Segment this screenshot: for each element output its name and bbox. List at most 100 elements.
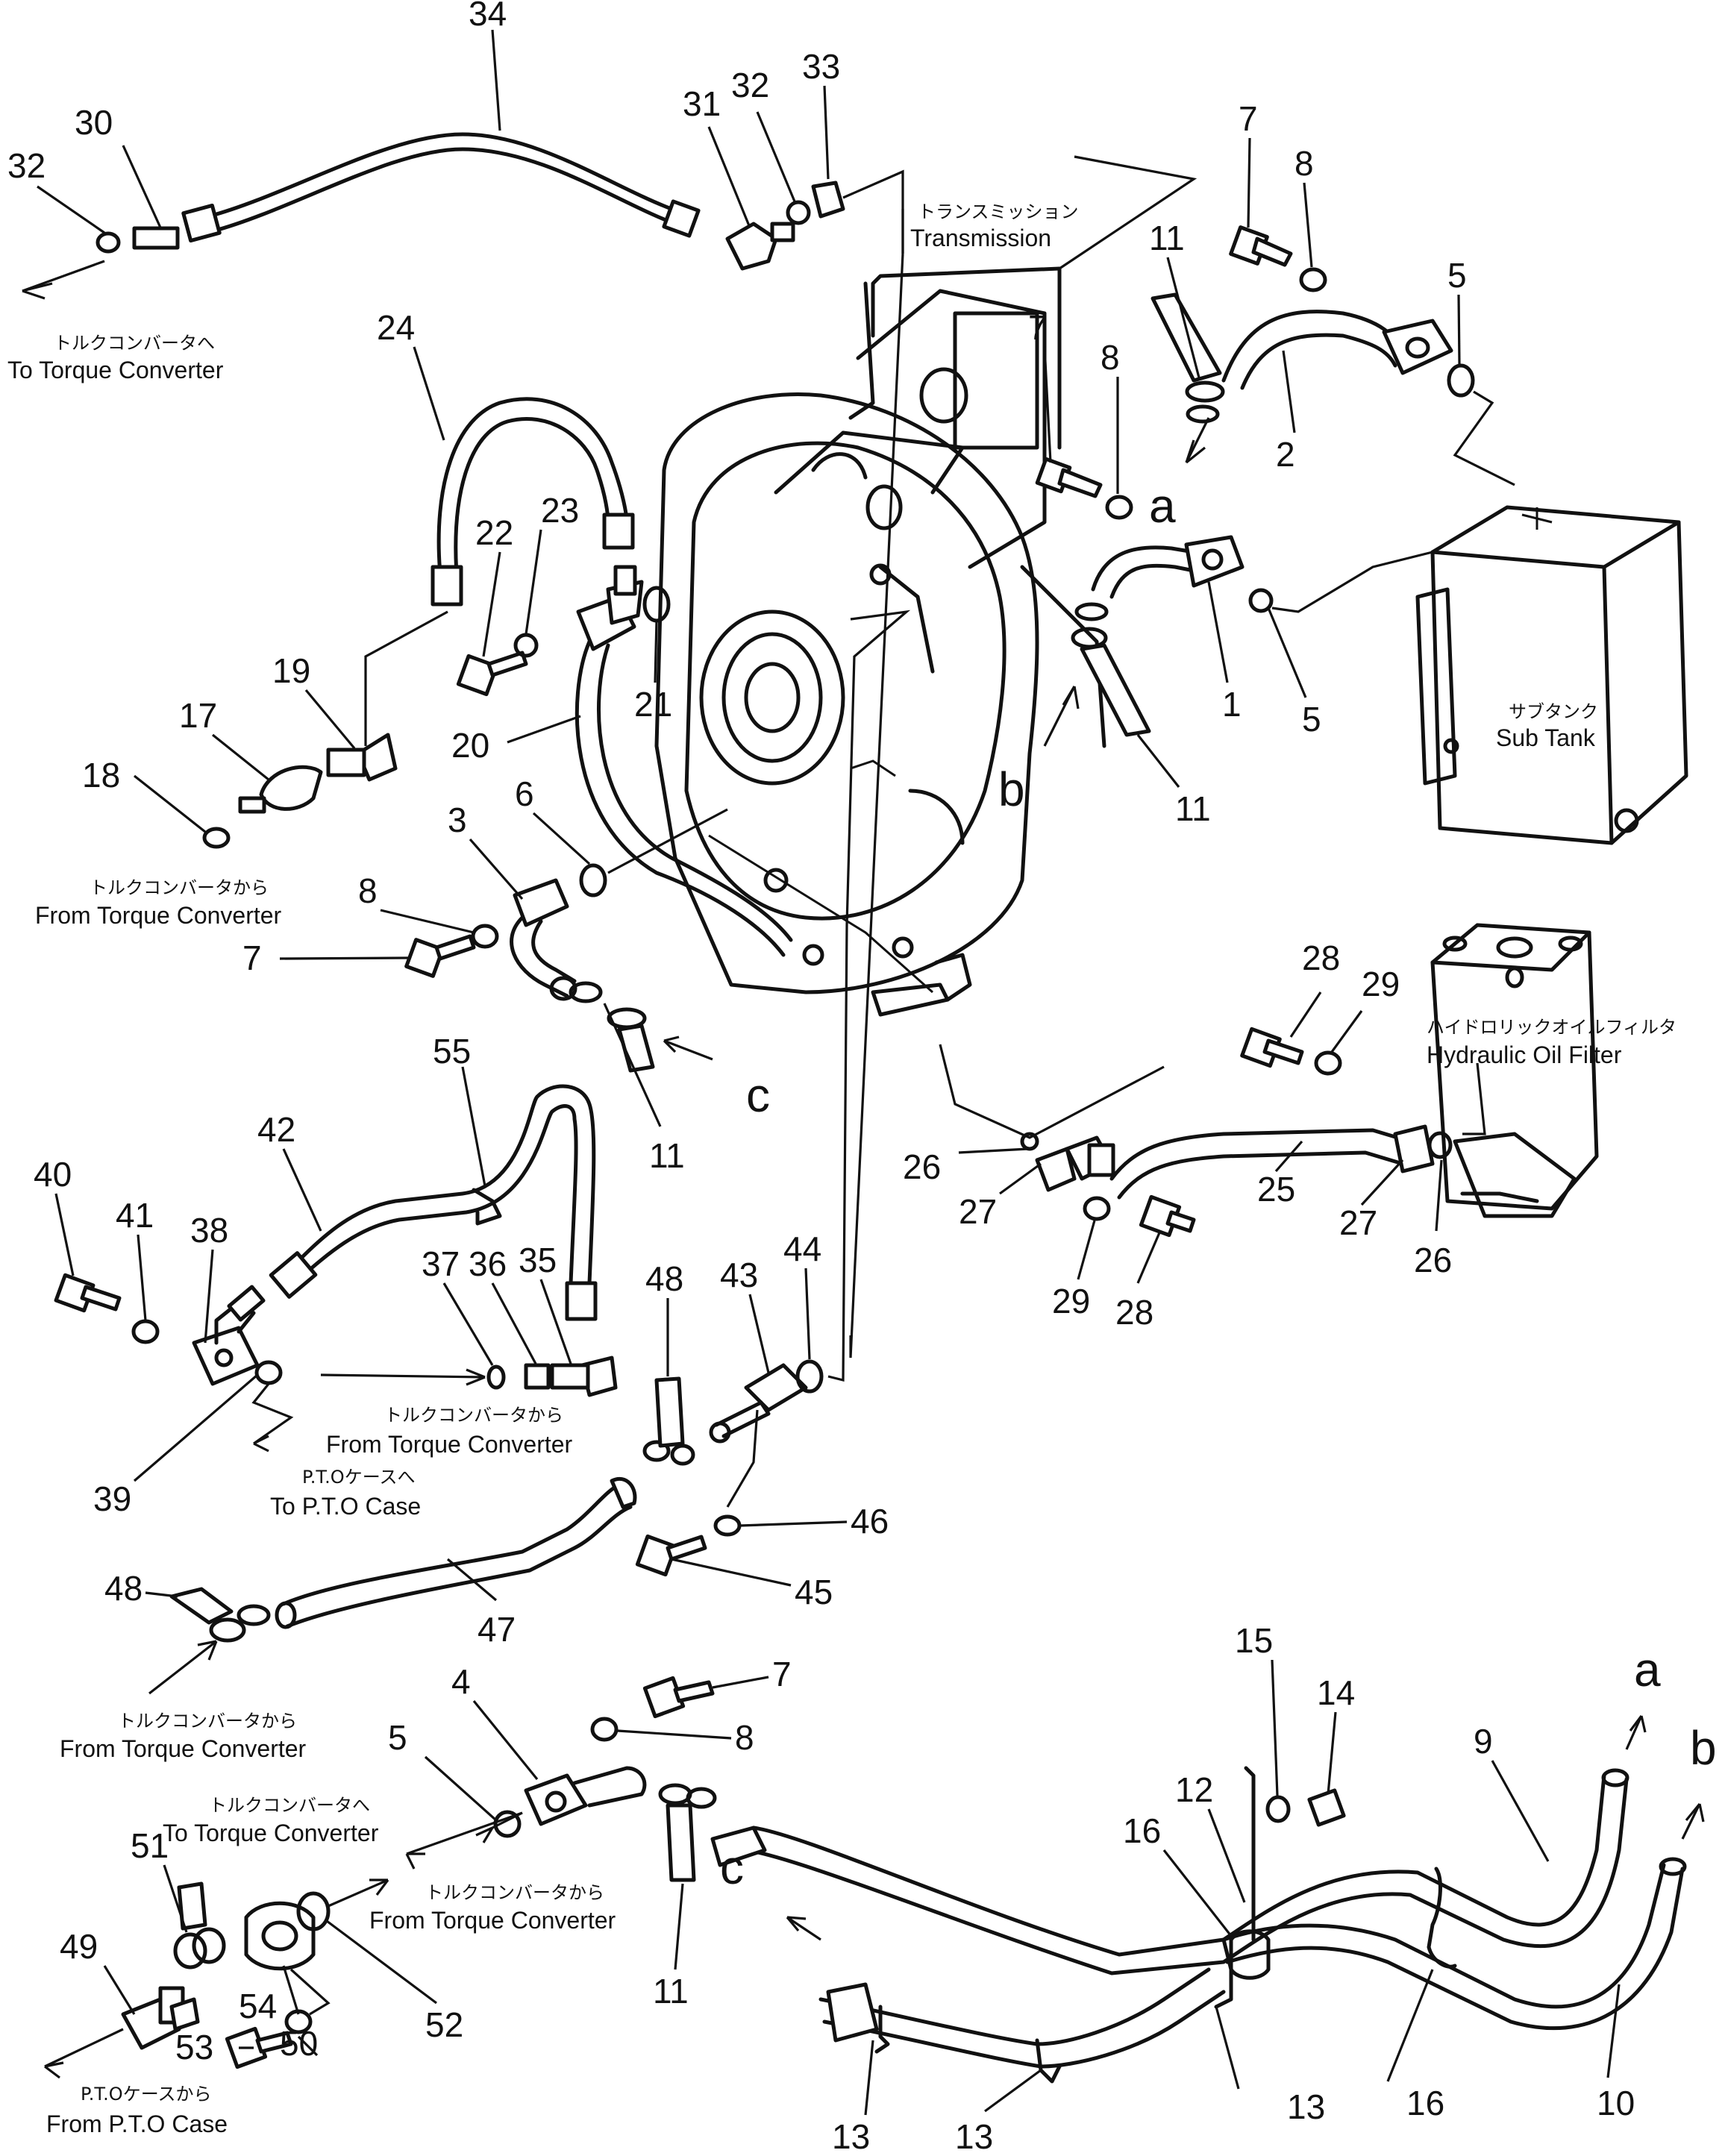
callout-43: 43 xyxy=(720,1256,758,1294)
label-transmission-jp: トランスミッション xyxy=(918,201,1079,222)
ref-letter-c: c xyxy=(720,1840,744,1894)
ref-letter-c: c xyxy=(746,1068,770,1122)
label-sub-tank: Sub Tank xyxy=(1496,724,1596,751)
label-from-torque-converter: From Torque Converter xyxy=(369,1907,616,1934)
callout-45: 45 xyxy=(795,1573,833,1611)
callout-5: 5 xyxy=(388,1718,407,1757)
pipe-3 xyxy=(404,863,655,1073)
callout-11: 11 xyxy=(649,1136,685,1175)
callout-5: 5 xyxy=(1447,256,1467,295)
callout-7: 7 xyxy=(772,1655,792,1693)
callout-23: 23 xyxy=(541,491,579,530)
pipe-25 xyxy=(1020,1027,1453,1238)
callout-8: 8 xyxy=(1294,144,1314,183)
reference-letters: a b c c a b xyxy=(720,479,1717,1894)
label-from-torque-converter-jp: トルクコンバータから xyxy=(384,1405,563,1426)
label-sub-tank-jp: サブタンク xyxy=(1509,701,1598,722)
callout-26: 26 xyxy=(903,1147,941,1186)
callout-13: 13 xyxy=(955,2117,993,2156)
callout-8: 8 xyxy=(358,871,378,910)
callout-5: 5 xyxy=(1302,700,1321,739)
callout-32: 32 xyxy=(7,146,46,185)
ref-letter-a: a xyxy=(1149,479,1176,533)
callout-48: 48 xyxy=(104,1569,143,1608)
label-to-torque-converter-jp: トルクコンバータへ xyxy=(209,1795,370,1816)
label-from-torque-converter-jp: トルクコンバータから xyxy=(90,877,269,898)
callout-55: 55 xyxy=(433,1032,471,1071)
pipe-4 xyxy=(493,1676,717,1882)
callout-40: 40 xyxy=(34,1155,72,1194)
callout-28: 28 xyxy=(1115,1293,1153,1332)
ref-letter-a: a xyxy=(1634,1643,1661,1696)
callout-25: 25 xyxy=(1257,1170,1295,1209)
callout-1: 1 xyxy=(1222,685,1242,724)
callout-16: 16 xyxy=(1406,2084,1444,2122)
ref-letter-b: b xyxy=(998,762,1025,816)
callout-11: 11 xyxy=(1149,219,1185,257)
hose-34 xyxy=(96,132,845,271)
callout-21: 21 xyxy=(634,685,672,724)
hose-42 xyxy=(54,1084,618,1397)
callout-14: 14 xyxy=(1317,1673,1355,1712)
label-from-torque-converter: From Torque Converter xyxy=(35,902,282,929)
callout-20: 20 xyxy=(451,726,489,765)
label-hydraulic-oil-filter-jp: ハイドロリックオイルフィルタ xyxy=(1427,1017,1677,1038)
label-from-torque-converter-jp: トルクコンバータから xyxy=(118,1711,297,1732)
callout-8: 8 xyxy=(735,1718,754,1757)
callout-4: 4 xyxy=(451,1662,471,1701)
label-from-torque-converter: From Torque Converter xyxy=(326,1431,573,1458)
callout-37: 37 xyxy=(422,1244,460,1283)
callout-10: 10 xyxy=(1597,2084,1635,2122)
callout-7: 7 xyxy=(1239,99,1258,138)
hydraulic-oil-filter xyxy=(1430,923,1599,1218)
callout-26: 26 xyxy=(1414,1241,1452,1279)
callout-18: 18 xyxy=(82,756,120,795)
callout-11: 11 xyxy=(1175,789,1211,828)
callout-11: 11 xyxy=(653,1972,689,2011)
label-to-pto-case: To P.T.O Case xyxy=(270,1493,421,1520)
callout-numbers: 34 30 32 31 32 33 7 8 11 5 2 24 7 8 22 2… xyxy=(7,0,1635,2156)
callout-29: 29 xyxy=(1362,965,1400,1003)
label-to-torque-converter-jp: トルクコンバータへ xyxy=(54,333,215,354)
label-to-torque-converter: To Torque Converter xyxy=(7,357,224,383)
label-from-torque-converter-jp: トルクコンバータから xyxy=(425,1882,604,1903)
pipes-9-10 xyxy=(710,1766,1687,2084)
callout-35: 35 xyxy=(519,1241,557,1279)
callout-50: 50 xyxy=(280,2024,318,2063)
callout-24: 24 xyxy=(377,308,415,347)
callout-49: 49 xyxy=(60,1927,98,1966)
callout-27: 27 xyxy=(1339,1203,1377,1242)
pipe-2 xyxy=(1150,225,1475,424)
pipe-1 xyxy=(1035,457,1274,737)
label-hydraulic-oil-filter: Hydraulic Oil Filter xyxy=(1427,1041,1622,1068)
label-from-torque-converter: From Torque Converter xyxy=(60,1735,307,1762)
callout-3: 3 xyxy=(448,800,467,839)
callout-27: 27 xyxy=(959,1192,997,1231)
callout-8: 8 xyxy=(1101,338,1120,377)
callout-47: 47 xyxy=(478,1610,516,1649)
callout-13: 13 xyxy=(1287,2087,1325,2126)
callout-leaders xyxy=(37,29,1621,2116)
callout-12: 12 xyxy=(1175,1770,1213,1809)
callout-42: 42 xyxy=(257,1110,295,1149)
callout-2: 2 xyxy=(1276,435,1295,474)
callout-28: 28 xyxy=(1302,938,1340,977)
callout-46: 46 xyxy=(851,1502,889,1541)
callout-44: 44 xyxy=(783,1229,821,1268)
label-transmission: Transmission xyxy=(910,225,1051,251)
callout-17: 17 xyxy=(179,696,217,735)
callout-29: 29 xyxy=(1052,1282,1090,1320)
callout-53: 53 xyxy=(175,2028,213,2066)
callout-31: 31 xyxy=(683,84,721,123)
callout-16: 16 xyxy=(1123,1811,1161,1850)
callout-52: 52 xyxy=(425,2005,463,2044)
callout-6: 6 xyxy=(515,774,534,813)
callout-39: 39 xyxy=(93,1479,131,1518)
callout-33: 33 xyxy=(802,47,840,86)
callout-38: 38 xyxy=(190,1211,228,1250)
direction-labels: トルクコンバータへ To Torque Converter トランスミッション … xyxy=(7,201,1677,2137)
callout-13: 13 xyxy=(832,2117,870,2156)
label-to-torque-converter: To Torque Converter xyxy=(163,1820,379,1846)
label-from-pto-case-jp: P.T.Oケースから xyxy=(81,2084,212,2105)
